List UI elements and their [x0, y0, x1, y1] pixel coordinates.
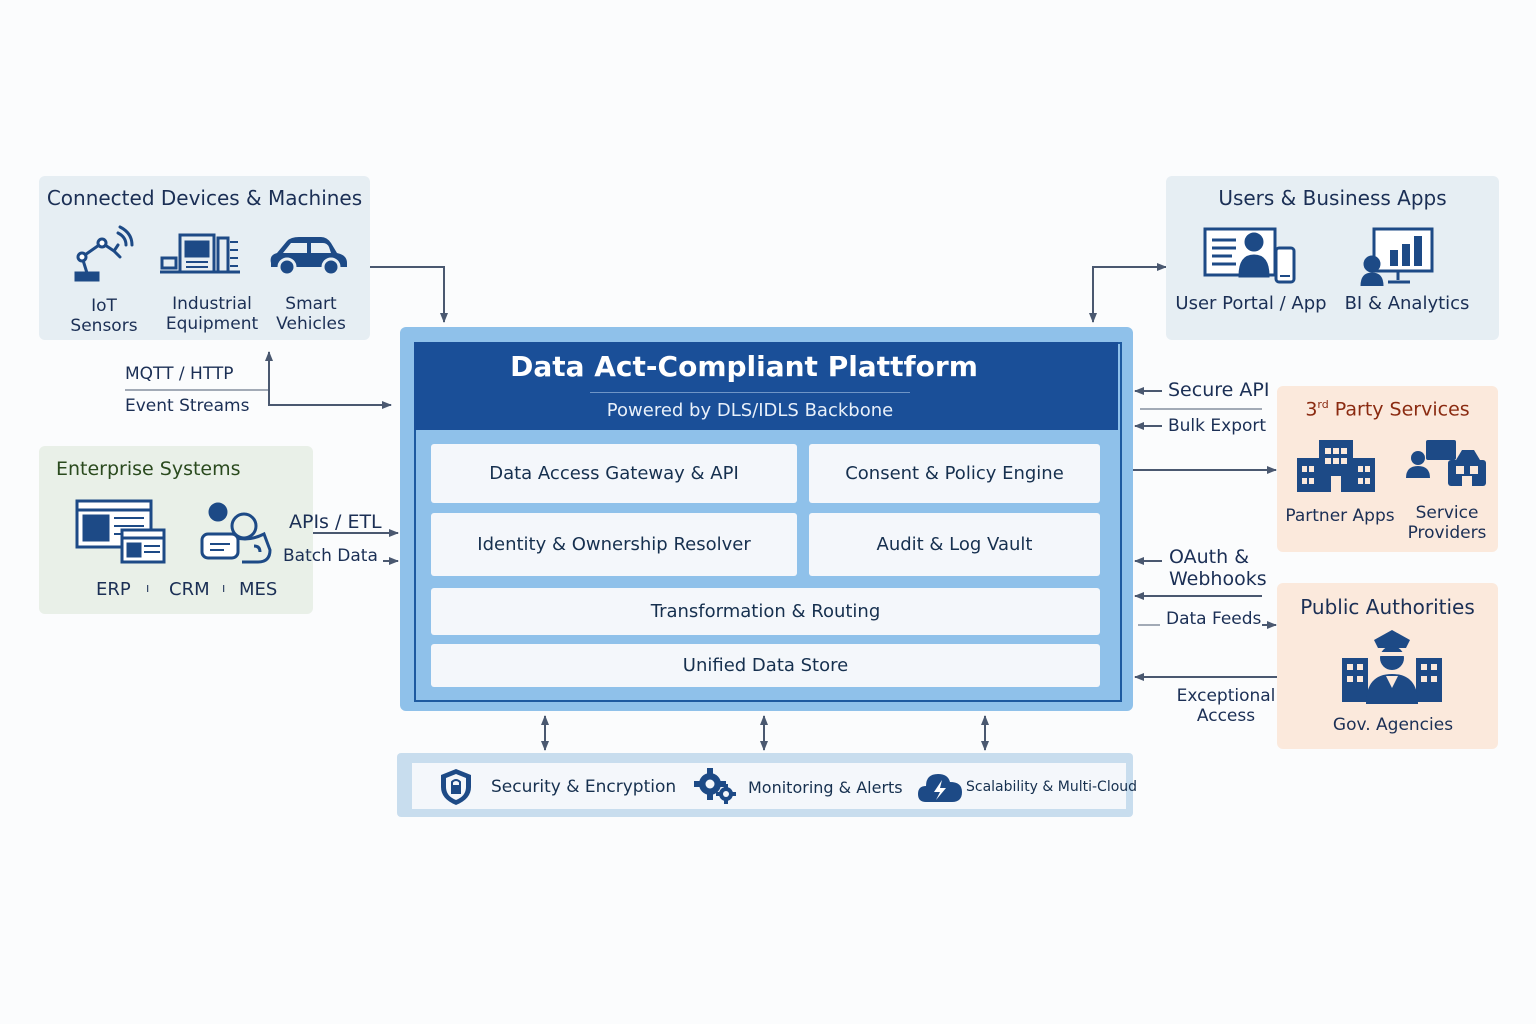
- platform-title: Data Act-Compliant Plattform: [510, 350, 978, 383]
- secure-api-label: Secure API: [1168, 379, 1270, 401]
- crm-label: CRM: [169, 579, 210, 600]
- connected-devices-title: Connected Devices & Machines: [46, 186, 363, 210]
- gears-icon: [694, 768, 736, 804]
- car-icon: [270, 237, 347, 277]
- user-portal-icon: [1203, 227, 1296, 284]
- monitoring-alerts-label: Monitoring & Alerts: [748, 778, 903, 797]
- robot-arm-icon: [74, 225, 134, 282]
- industrial-machine-icon: [160, 233, 240, 274]
- iot-sensors-label: IoT Sensors: [70, 296, 138, 336]
- data-feeds-label: Data Feeds: [1166, 609, 1262, 629]
- event-streams-label: Event Streams: [125, 396, 250, 416]
- mqtt-http-label: MQTT / HTTP: [125, 364, 234, 384]
- gov-agencies-label: Gov. Agencies: [1332, 715, 1454, 735]
- apis-etl-label: APIs / ETL: [289, 511, 382, 533]
- service-providers-label: Service Providers: [1407, 503, 1487, 543]
- security-encryption-label: Security & Encryption: [491, 777, 677, 797]
- infrastructure-bar-inner: [412, 763, 1126, 809]
- bulk-export-label: Bulk Export: [1168, 416, 1267, 436]
- third-party-services-title: 3rd Party Services: [1305, 398, 1470, 421]
- batch-data-label: Batch Data: [283, 546, 378, 566]
- shield-lock-icon: [441, 769, 471, 805]
- police-officer-icon: [1342, 630, 1442, 704]
- analytics-icon: [1360, 227, 1434, 287]
- platform-header: [414, 342, 1118, 430]
- enterprise-systems-title: Enterprise Systems: [56, 458, 241, 480]
- building-icon: [1297, 440, 1375, 492]
- erp-label: ERP: [96, 579, 131, 600]
- mes-label: MES: [239, 579, 278, 600]
- public-authorities-title: Public Authorities: [1300, 595, 1475, 619]
- exceptional-access-label: Exceptional Access: [1176, 686, 1276, 726]
- bi-analytics-label: BI & Analytics: [1344, 293, 1470, 314]
- smart-vehicles-label: Smart Vehicles: [276, 294, 346, 334]
- crm-mes-separator: ı: [222, 581, 226, 595]
- platform-subtitle: Powered by DLS/IDLS Backbone: [606, 400, 894, 421]
- platform-title-divider: [590, 392, 910, 393]
- module-identity-ownership-resolver: Identity & Ownership Resolver: [431, 513, 797, 576]
- crm-people-icon: [200, 502, 272, 564]
- module-data-access-gateway: Data Access Gateway & API: [431, 444, 797, 503]
- partner-apps-label: Partner Apps: [1285, 506, 1395, 526]
- module-transformation-routing: Transformation & Routing: [431, 588, 1100, 635]
- erp-crm-separator: ı: [146, 581, 150, 595]
- module-audit-log-vault: Audit & Log Vault: [809, 513, 1100, 576]
- module-consent-policy-engine: Consent & Policy Engine: [809, 444, 1100, 503]
- user-portal-label: User Portal / App: [1175, 293, 1327, 314]
- industrial-equipment-label: Industrial Equipment: [165, 294, 259, 334]
- module-unified-data-store: Unified Data Store: [431, 644, 1100, 687]
- erp-screens-icon: [75, 499, 166, 564]
- cloud-bolt-icon: [918, 774, 962, 802]
- service-provider-icon: [1406, 440, 1486, 486]
- users-business-apps-title: Users & Business Apps: [1218, 186, 1447, 210]
- oauth-webhooks-label: OAuth & Webhooks: [1169, 546, 1267, 590]
- scalability-multi-cloud-label: Scalability & Multi-Cloud: [966, 779, 1138, 795]
